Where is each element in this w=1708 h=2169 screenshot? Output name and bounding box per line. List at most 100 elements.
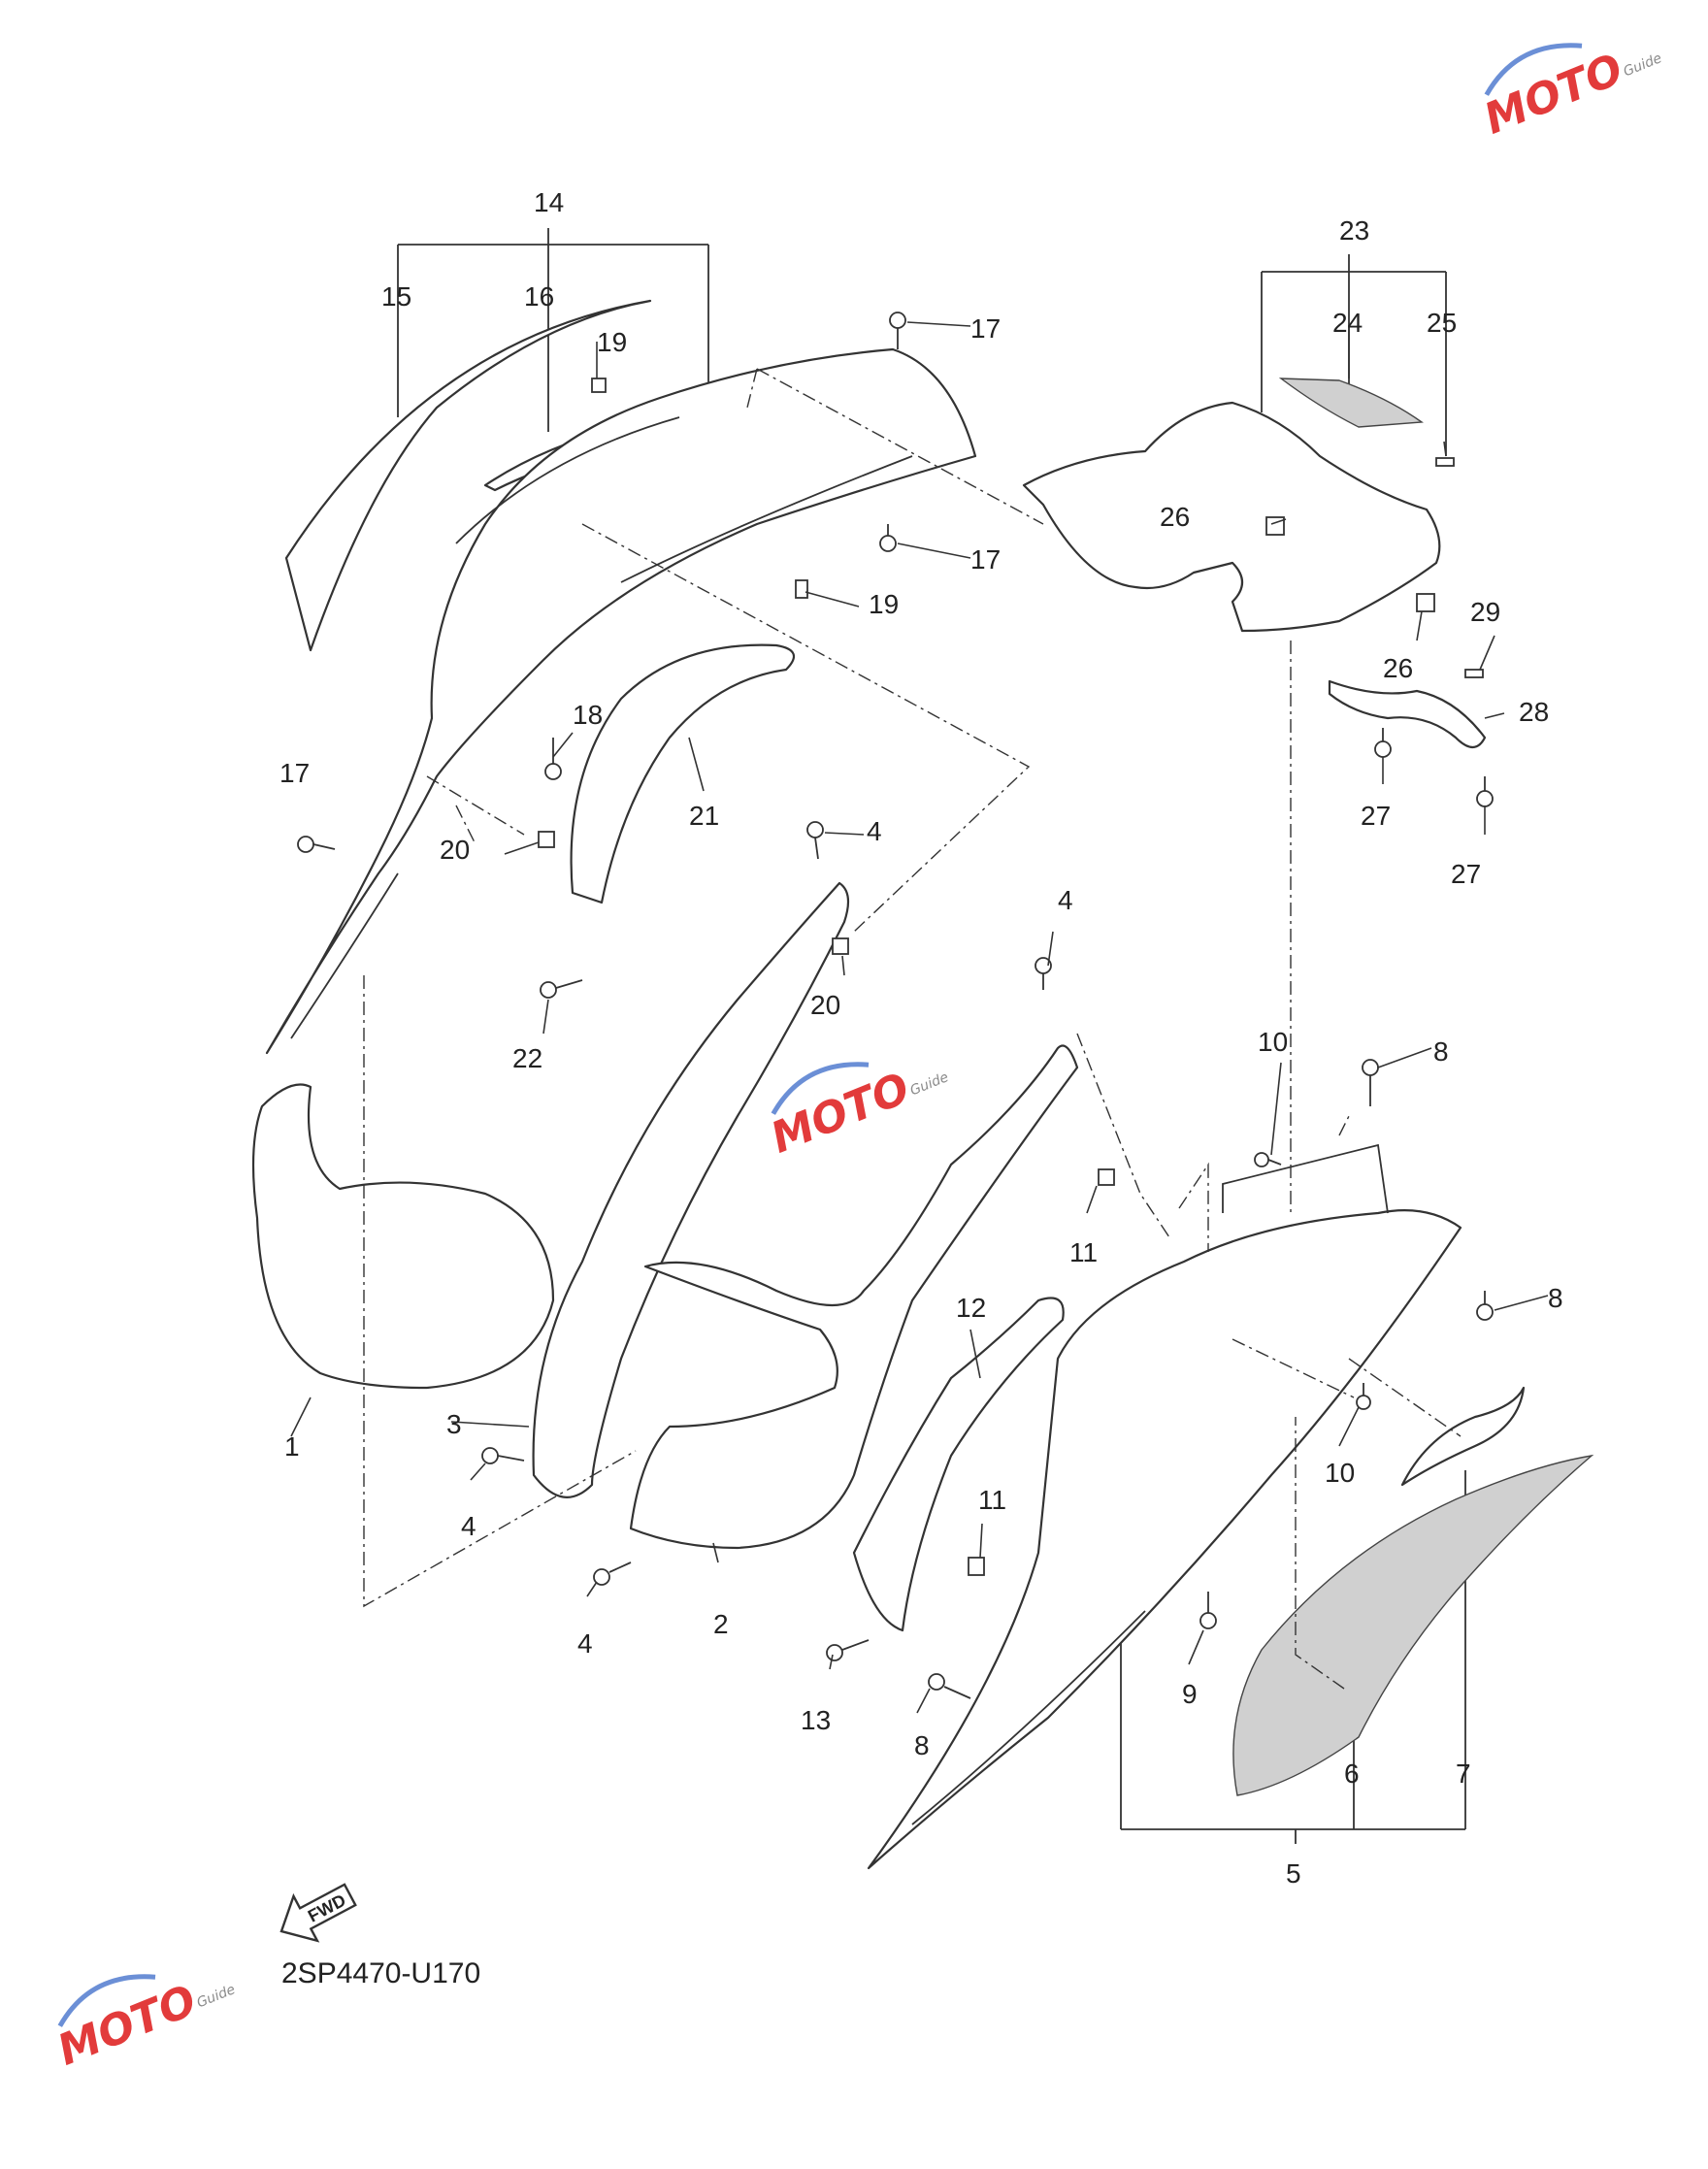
callout-26: 26 [1383, 653, 1413, 683]
screw-9 [1199, 1592, 1217, 1629]
callout-19: 19 [597, 327, 627, 357]
group-leader-lines [290, 321, 1549, 1714]
part-15-screen-panel [284, 299, 652, 652]
callout-29: 29 [1470, 597, 1500, 627]
callout-21: 21 [689, 801, 719, 831]
callout-17: 17 [279, 758, 310, 788]
watermark-text: MOTO [1478, 45, 1630, 145]
screw-4-d [593, 1561, 632, 1586]
screw-22 [540, 979, 583, 999]
callout-23: 23 [1339, 215, 1369, 246]
callout-18: 18 [573, 700, 603, 730]
watermark-text: MOTO [765, 1064, 917, 1164]
callout-19: 19 [869, 589, 899, 619]
callout-3: 3 [446, 1409, 462, 1439]
part-7-emblem [1400, 1386, 1526, 1487]
watermark-subtext: Guide [908, 1069, 951, 1099]
callout-4: 4 [461, 1511, 476, 1541]
callout-9: 9 [1182, 1679, 1198, 1709]
callout-11: 11 [1069, 1237, 1098, 1267]
watermark-text: MOTO [51, 1976, 204, 2076]
callout-22: 22 [512, 1043, 542, 1073]
screw-4-c [481, 1447, 525, 1464]
callout-14: 14 [534, 187, 564, 217]
screw-8-c [928, 1673, 971, 1699]
clip-11-b [968, 1557, 985, 1576]
callout-26: 26 [1160, 502, 1190, 532]
callout-11: 11 [978, 1485, 1006, 1515]
watermark-subtext: Guide [1622, 50, 1664, 80]
screw-17-left [297, 836, 336, 853]
bracket-23 [1261, 254, 1447, 456]
callout-28: 28 [1519, 697, 1549, 727]
screw-4-a [806, 821, 824, 860]
part-28-grab-strip [1328, 679, 1487, 749]
part-1-front-cover [251, 1083, 555, 1390]
clip-11-a [1098, 1168, 1115, 1186]
clip-19-a [591, 378, 607, 393]
callout-25: 25 [1427, 308, 1457, 338]
screw-4-b [1035, 957, 1052, 990]
part-3-leg-shield [532, 881, 850, 1498]
callout-12: 12 [956, 1293, 986, 1323]
callout-7: 7 [1456, 1758, 1471, 1789]
callout-15: 15 [381, 281, 411, 312]
group-brackets [397, 228, 1466, 1844]
screw-10-a [1254, 1152, 1282, 1167]
watermark-logo-top-right: MOTO Guide [1478, 43, 1664, 145]
clip-26-a [1265, 516, 1285, 536]
bracket-14 [397, 228, 709, 432]
part-2-floor-panel [629, 1044, 1079, 1550]
watermark-logo-bottom-left: MOTO Guide [51, 1974, 238, 2076]
part-21-inner-panel [570, 643, 796, 904]
part-14-upper-cowl [265, 347, 977, 1055]
screw-10-b [1356, 1383, 1371, 1410]
watermark-logo-center: MOTO Guide [765, 1062, 951, 1164]
callout-20: 20 [810, 990, 840, 1020]
part-5-side-body [867, 1209, 1462, 1870]
diagram-code: 2SP4470-U170 [281, 1957, 480, 1989]
screw-27-b [1476, 776, 1494, 807]
callout-5: 5 [1286, 1858, 1301, 1889]
cowl-edge-lines [290, 416, 913, 1039]
screw-13 [826, 1639, 870, 1661]
callout-17: 17 [970, 544, 1001, 575]
screw-17-mid [879, 524, 897, 552]
part-12-side-strip [852, 1297, 1065, 1632]
screw-8-b [1476, 1291, 1494, 1321]
group-fasteners [297, 312, 1494, 1699]
callout-8: 8 [1433, 1036, 1449, 1067]
screw-17-top [889, 312, 906, 349]
group-callouts: 14 15 16 19 17 17 19 17 18 20 21 4 20 22… [279, 187, 1563, 1889]
screw-8-a [1362, 1059, 1379, 1106]
watermark-subtext: Guide [195, 1982, 238, 2011]
callout-13: 13 [801, 1705, 831, 1735]
callout-16: 16 [524, 281, 554, 312]
callout-10: 10 [1325, 1458, 1355, 1488]
callout-4: 4 [577, 1628, 593, 1659]
screw-18 [544, 738, 562, 780]
callout-2: 2 [713, 1609, 729, 1639]
clip-26-b [1416, 593, 1435, 612]
clip-25 [1435, 457, 1455, 467]
callout-8: 8 [914, 1730, 930, 1760]
fwd-arrow-icon: FWD [279, 1883, 357, 1943]
callout-6: 6 [1344, 1758, 1360, 1789]
callout-8: 8 [1548, 1283, 1563, 1313]
side-body-edge [911, 1143, 1389, 1825]
callout-10: 10 [1258, 1027, 1288, 1057]
callout-4: 4 [1058, 885, 1073, 915]
bracket-5 [1120, 1470, 1466, 1844]
group-assembly-lines [363, 368, 1462, 1690]
clip-20-a [538, 831, 555, 848]
callout-4: 4 [867, 816, 882, 846]
callout-1: 1 [284, 1431, 300, 1462]
callout-20: 20 [440, 835, 470, 865]
clip-20-b [832, 937, 849, 955]
clip-29 [1464, 669, 1484, 678]
part-23-rear-top-cover [1022, 401, 1441, 633]
part-6-side-decal [1232, 1454, 1594, 1796]
callout-27: 27 [1361, 801, 1391, 831]
